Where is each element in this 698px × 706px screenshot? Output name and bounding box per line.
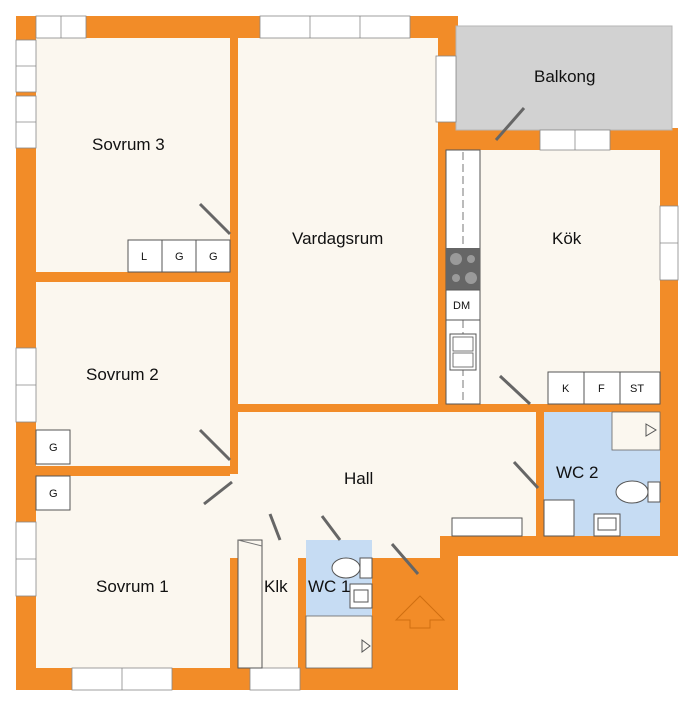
- balcony: [455, 25, 673, 131]
- wc1-fixtures: [331, 557, 373, 653]
- windows: [15, 15, 679, 691]
- window-dividers: [16, 16, 678, 690]
- wardrobe-label: G: [49, 488, 58, 500]
- room-label-klk: Klk: [264, 577, 288, 596]
- wardrobe-label: G: [175, 251, 184, 263]
- linen-label: L: [141, 251, 147, 263]
- room-label-hall: Hall: [344, 469, 373, 488]
- entrance-arrow-icon: [394, 595, 446, 629]
- kitchen-counter: [445, 149, 481, 405]
- kitchen-appliances: [547, 371, 661, 405]
- room-label-sovrum-2: Sovrum 2: [86, 365, 159, 384]
- toilet-icon: [615, 480, 649, 504]
- washbasin-icon: [349, 583, 373, 609]
- broom-closet-label: ST: [630, 383, 644, 395]
- sink-icon: [449, 333, 477, 371]
- fridge-label: K: [562, 383, 570, 395]
- freezer-label: F: [598, 383, 605, 395]
- dishwasher-label: DM: [453, 300, 470, 312]
- room-label-sovrum-1: Sovrum 1: [96, 577, 169, 596]
- storage-units: [35, 239, 231, 511]
- wardrobe-label: G: [49, 442, 58, 454]
- room-label-wc-2: WC 2: [556, 463, 599, 482]
- room-label-balkong: Balkong: [534, 67, 595, 86]
- room-label-wc-1: WC 1: [308, 577, 351, 596]
- doors: [198, 107, 540, 575]
- floors: [36, 38, 660, 668]
- room-label-vardagsrum: Vardagsrum: [292, 229, 383, 248]
- wardrobe-label: G: [209, 251, 218, 263]
- stove-icon: [446, 248, 480, 290]
- room-label-kok: Kök: [552, 229, 582, 248]
- toilet-icon: [331, 557, 361, 579]
- wc2-fixtures: [543, 423, 661, 537]
- hall-details: [237, 517, 523, 669]
- room-label-sovrum-3: Sovrum 3: [92, 135, 165, 154]
